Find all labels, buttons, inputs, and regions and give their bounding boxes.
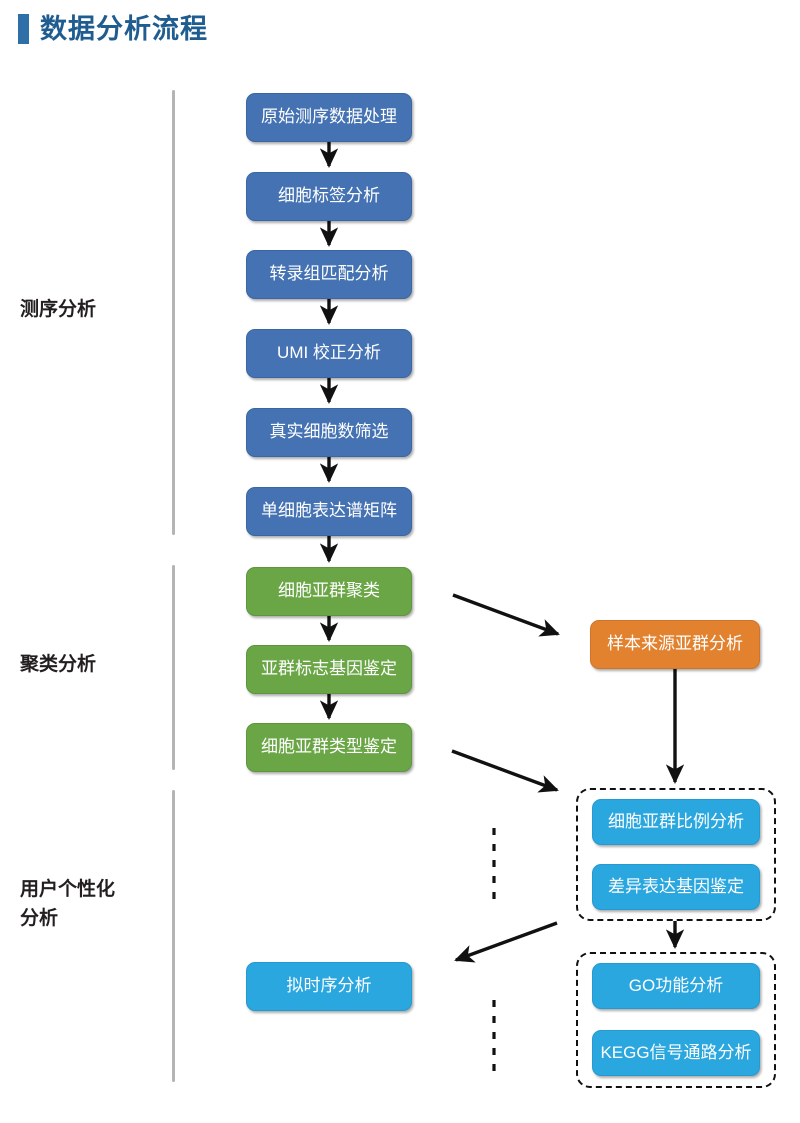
node-differential-expression[interactable]: 差异表达基因鉴定	[592, 864, 760, 910]
page-title-text: 数据分析流程	[40, 13, 208, 44]
diagonal-connectors	[451, 593, 560, 963]
stage-label-sequencing: 测序分析	[20, 299, 97, 320]
section-rule-custom-analysis	[172, 790, 175, 1082]
arrow-n7-n10	[452, 593, 560, 637]
title-accent-bar	[18, 14, 29, 44]
arrow-n9-group1	[451, 749, 559, 793]
node-transcriptome-mapping[interactable]: 转录组匹配分析	[246, 250, 412, 299]
dashed-group-subpopulation	[576, 788, 776, 921]
dashed-group-enrichment	[576, 952, 776, 1088]
page-title: 数据分析流程	[18, 14, 208, 44]
node-umi-correction[interactable]: UMI 校正分析	[246, 329, 412, 378]
section-rule-clustering	[172, 565, 175, 770]
node-expression-matrix[interactable]: 单细胞表达谱矩阵	[246, 487, 412, 536]
node-sample-source-subpopulation[interactable]: 样本来源亚群分析	[590, 620, 760, 669]
node-subpopulation-proportion[interactable]: 细胞亚群比例分析	[592, 799, 760, 845]
node-true-cell-filtering[interactable]: 真实细胞数筛选	[246, 408, 412, 457]
stage-label-clustering: 聚类分析	[20, 654, 97, 675]
node-go-enrichment[interactable]: GO功能分析	[592, 963, 760, 1009]
node-subpopulation-clustering[interactable]: 细胞亚群聚类	[246, 567, 412, 616]
node-pseudotime-analysis[interactable]: 拟时序分析	[246, 962, 412, 1011]
stage-label-custom-analysis: 用户个性化 分析	[20, 879, 116, 930]
node-raw-sequencing-data[interactable]: 原始测序数据处理	[246, 93, 412, 142]
node-subpopulation-type-identification[interactable]: 细胞亚群类型鉴定	[246, 723, 412, 772]
node-kegg-pathway[interactable]: KEGG信号通路分析	[592, 1030, 760, 1076]
section-rule-sequencing	[172, 90, 175, 535]
node-marker-gene-identification[interactable]: 亚群标志基因鉴定	[246, 645, 412, 694]
node-cell-barcode-analysis[interactable]: 细胞标签分析	[246, 172, 412, 221]
arrow-group2-n15	[454, 921, 558, 963]
